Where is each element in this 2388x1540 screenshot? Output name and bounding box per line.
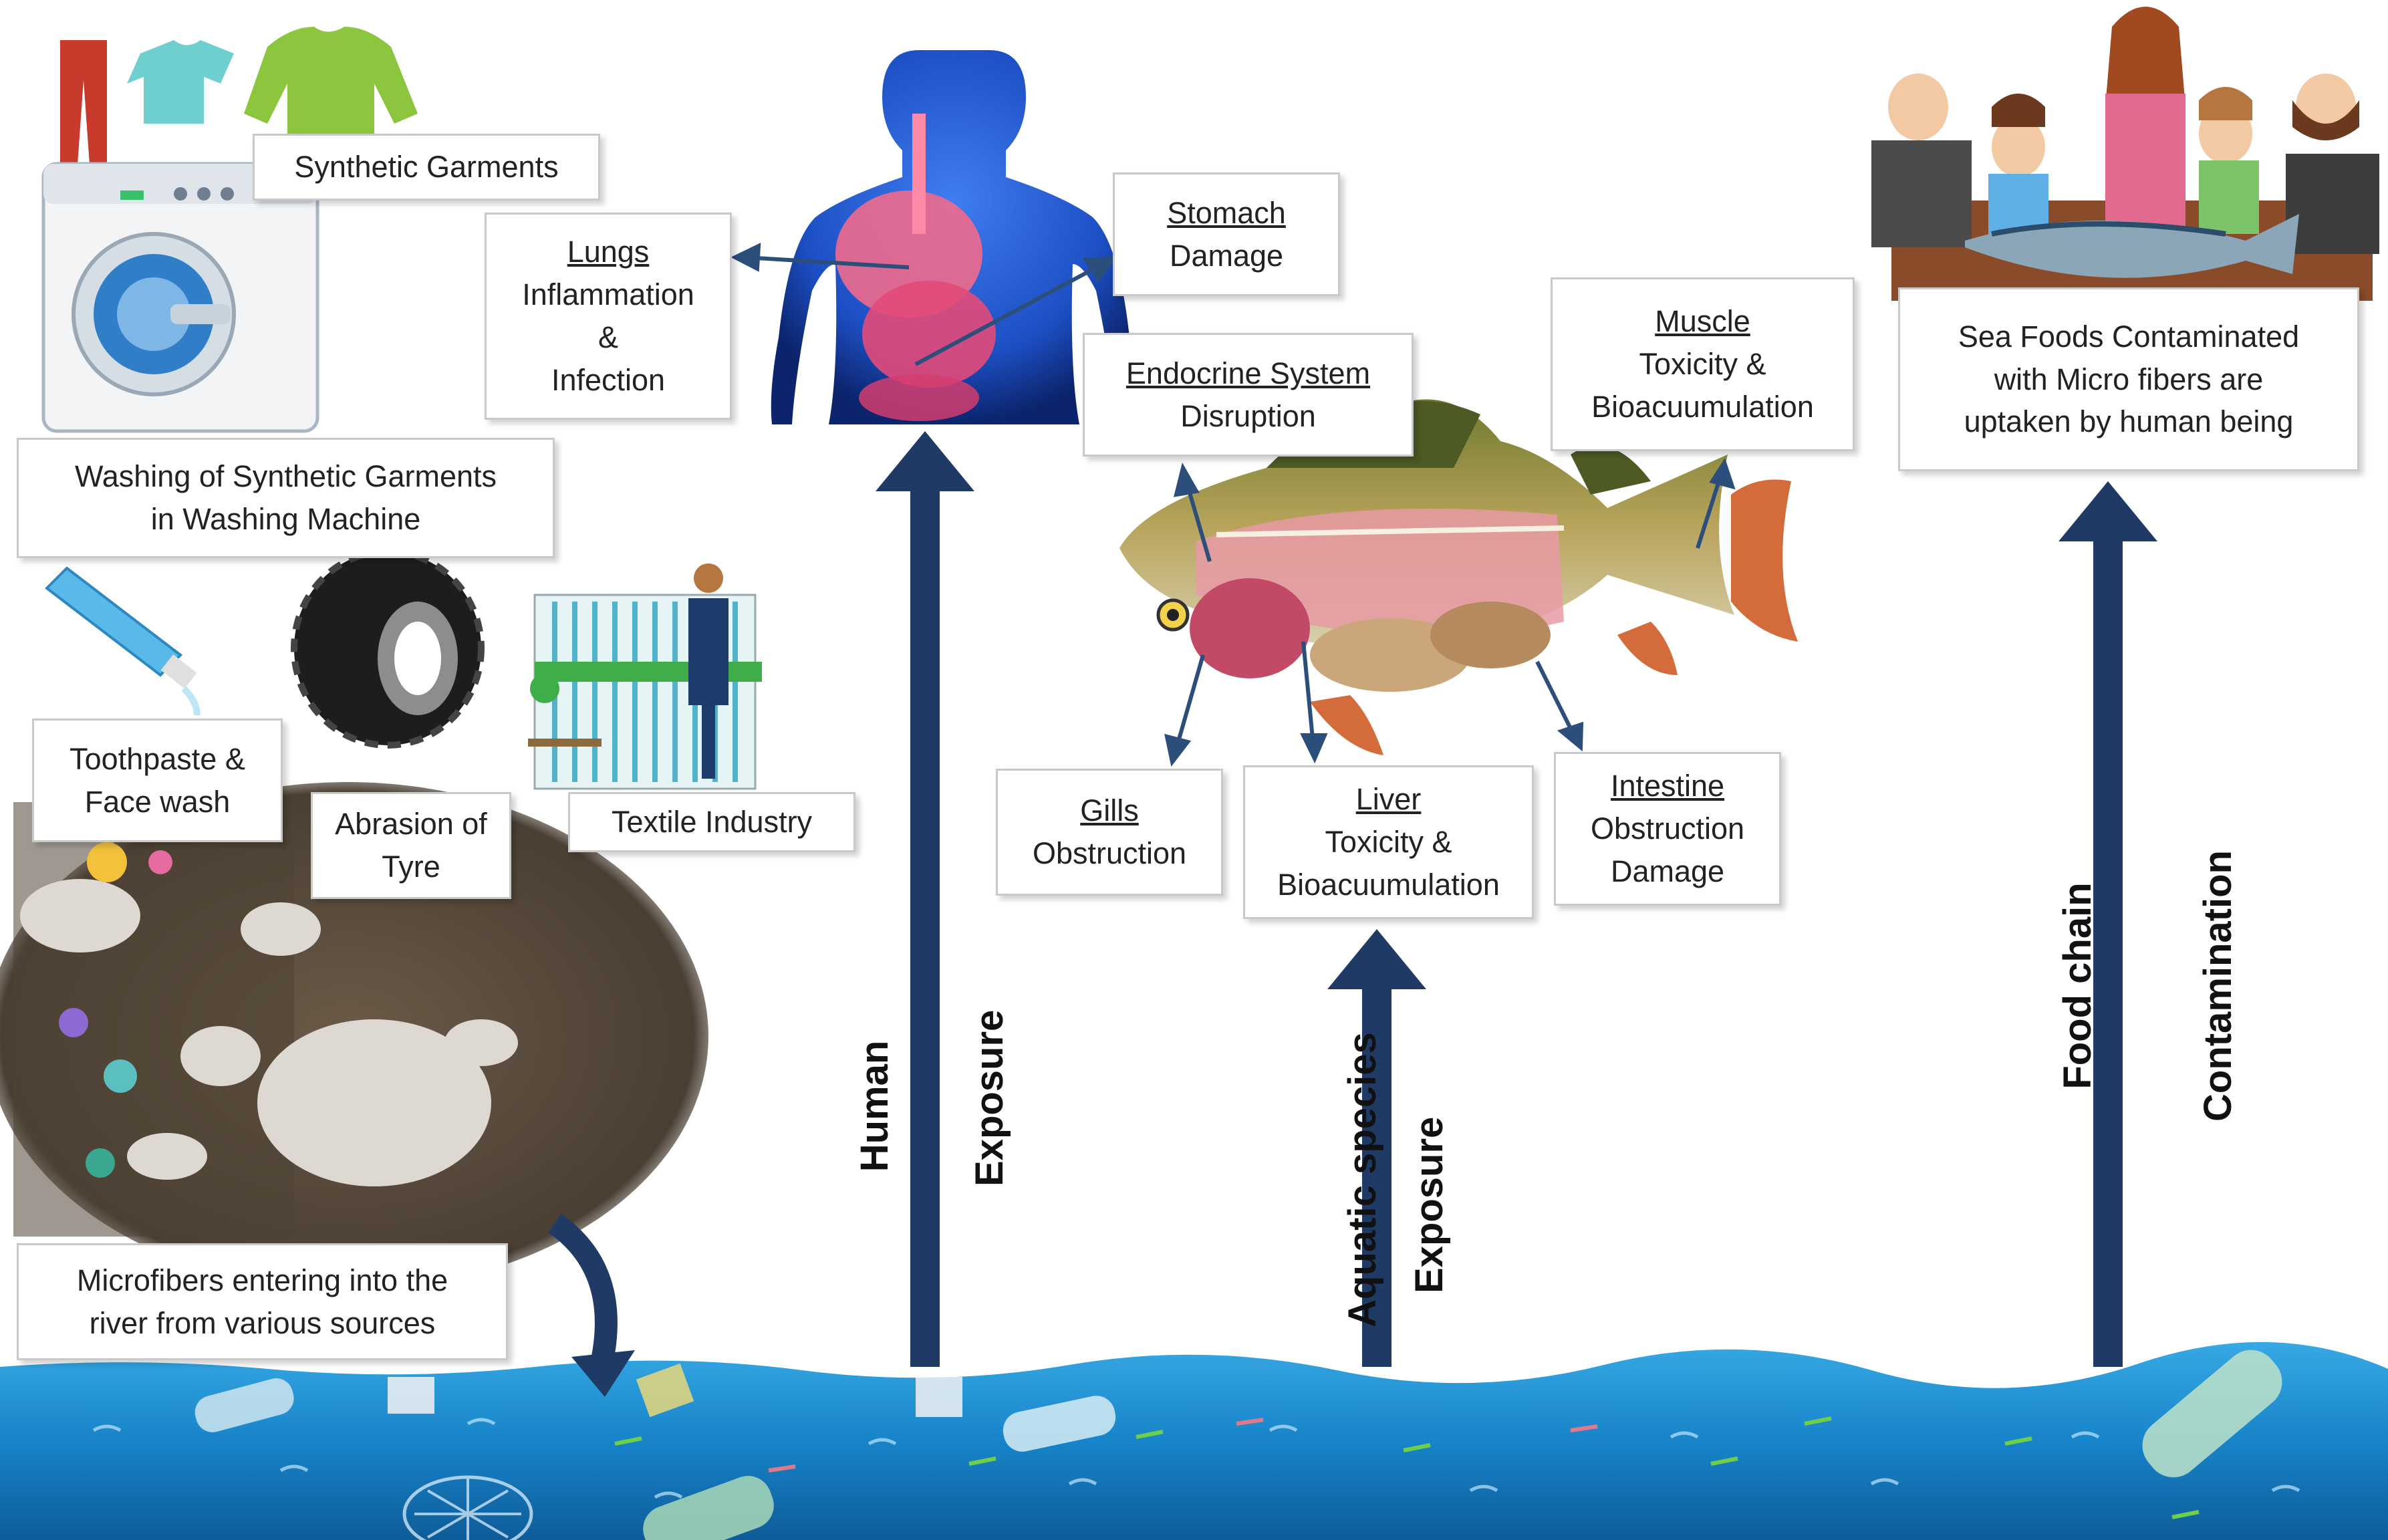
intestine-line-2: Obstruction: [1591, 807, 1744, 850]
lungs-line-3: &: [598, 316, 618, 359]
seafood-box: Sea Foods Contaminated with Micro fibers…: [1898, 287, 2359, 471]
stomach-box: Stomach Damage: [1113, 172, 1340, 296]
tyre-box: Abrasion of Tyre: [311, 792, 511, 899]
seafood-line-2: with Micro fibers are: [1994, 358, 2264, 401]
toothpaste-tube: [47, 568, 197, 715]
muscle-line-2: Toxicity &: [1639, 343, 1766, 386]
river-entry-box: Microfibers entering into the river from…: [17, 1243, 508, 1360]
textile-label: Textile Industry: [612, 801, 812, 844]
synthetic-garments-box: Synthetic Garments: [253, 134, 600, 201]
gills-line-2: Obstruction: [1033, 832, 1186, 875]
intestine-box: Intestine Obstruction Damage: [1554, 752, 1781, 906]
family-eating-seafood: [1871, 7, 2379, 301]
seafood-line-3: uptaken by human being: [1964, 400, 2294, 443]
liver-box: Liver Toxicity & Bioacuumulation: [1243, 765, 1534, 919]
river-entry-line-2: river from various sources: [90, 1302, 436, 1345]
tyre-line-1: Abrasion of: [335, 803, 487, 846]
stomach-title: Stomach: [1167, 192, 1286, 235]
washing-line-1: Washing of Synthetic Garments: [75, 455, 497, 498]
lungs-title: Lungs: [567, 231, 650, 273]
aquatic-exposure-label: Exposure: [1407, 1120, 1454, 1293]
river-entry-line-1: Microfibers entering into the: [77, 1259, 448, 1302]
lungs-box: Lungs Inflammation & Infection: [485, 213, 732, 420]
human-exposure-label: Exposure: [967, 1013, 1014, 1186]
stomach-line-2: Damage: [1170, 235, 1283, 277]
muscle-title: Muscle: [1655, 300, 1750, 343]
toothpaste-box: Toothpaste & Face wash: [32, 719, 283, 842]
human-exposure-arrow: [876, 431, 974, 1367]
synthetic-garments-label: Synthetic Garments: [294, 146, 558, 188]
food-chain-label: Food chain: [2055, 866, 2102, 1106]
seafood-line-1: Sea Foods Contaminated: [1958, 315, 2299, 358]
endocrine-line-2: Disruption: [1180, 395, 1316, 438]
liver-line-3: Bioacuumulation: [1277, 864, 1500, 906]
toothpaste-line-1: Toothpaste &: [70, 738, 245, 781]
lungs-line-2: Inflammation: [522, 273, 694, 316]
washing-box: Washing of Synthetic Garments in Washing…: [17, 438, 555, 558]
tyre: [294, 551, 481, 745]
liver-title: Liver: [1356, 778, 1422, 821]
gills-box: Gills Obstruction: [996, 769, 1223, 896]
intestine-title: Intestine: [1611, 765, 1724, 807]
liver-line-2: Toxicity &: [1325, 821, 1452, 864]
lungs-line-4: Infection: [551, 359, 665, 402]
aquatic-species-label: Aquatic species: [1340, 1013, 1387, 1347]
muscle-box: Muscle Toxicity & Bioacuumulation: [1551, 277, 1855, 451]
washing-line-2: in Washing Machine: [151, 498, 421, 541]
river-water: [0, 1342, 2388, 1540]
human-label: Human: [852, 1039, 899, 1173]
toothpaste-line-2: Face wash: [85, 781, 231, 823]
muscle-line-3: Bioacuumulation: [1591, 386, 1814, 428]
textile-box: Textile Industry: [568, 792, 855, 852]
gills-title: Gills: [1080, 789, 1139, 832]
contamination-label: Contamination: [2196, 825, 2242, 1146]
endocrine-box: Endocrine System Disruption: [1083, 333, 1414, 457]
intestine-line-3: Damage: [1611, 850, 1724, 893]
endocrine-title: Endocrine System: [1126, 352, 1370, 395]
washing-machine: [43, 164, 317, 431]
textile-machine: [528, 563, 762, 789]
tyre-line-2: Tyre: [382, 846, 440, 888]
